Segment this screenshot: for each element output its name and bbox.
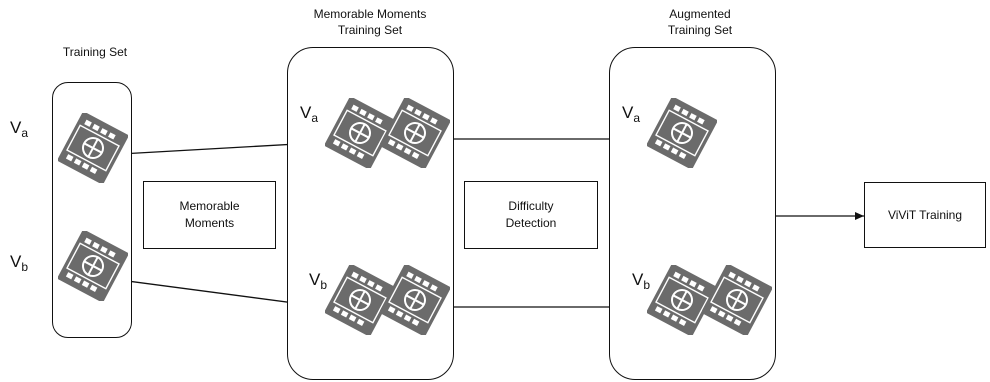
augmented-set-title: Augmented Training Set <box>630 6 770 38</box>
film-reel-icon <box>57 111 129 185</box>
video-label-vb-left: Vb <box>10 252 29 274</box>
difficulty-detection-line2: Detection <box>505 216 557 230</box>
video-label-vb-augmented: Vb <box>632 270 651 292</box>
vivit-training-label: ViViT Training <box>887 207 963 222</box>
video-label-va-augmented: Va <box>622 103 641 125</box>
film-reel-icon <box>57 229 129 303</box>
memorable-moments-line1: Memorable <box>179 199 240 213</box>
film-reel-icon <box>324 96 396 170</box>
memorable-set-title-line1: Memorable Moments <box>313 7 427 21</box>
memorable-set-title: Memorable Moments Training Set <box>290 6 450 38</box>
film-reel-icon <box>379 263 451 337</box>
film-reel-icon <box>701 263 773 337</box>
vivit-training-box: ViViT Training <box>864 182 986 248</box>
memorable-set-title-line2: Training Set <box>337 23 403 37</box>
film-reel-icon <box>646 96 718 170</box>
video-label-vb-memorable: Vb <box>309 270 328 292</box>
video-label-va-memorable: Va <box>300 103 319 125</box>
video-label-va-left: Va <box>10 118 29 140</box>
augmented-set-title-line1: Augmented <box>669 7 731 21</box>
augmented-set-title-line2: Training Set <box>667 23 733 37</box>
memorable-moments-line2: Moments <box>184 216 235 230</box>
film-reel-icon <box>379 96 451 170</box>
film-reel-icon <box>646 263 718 337</box>
film-reel-icon <box>324 263 396 337</box>
training-set-title: Training Set <box>62 45 128 59</box>
difficulty-detection-line1: Difficulty <box>508 199 554 213</box>
